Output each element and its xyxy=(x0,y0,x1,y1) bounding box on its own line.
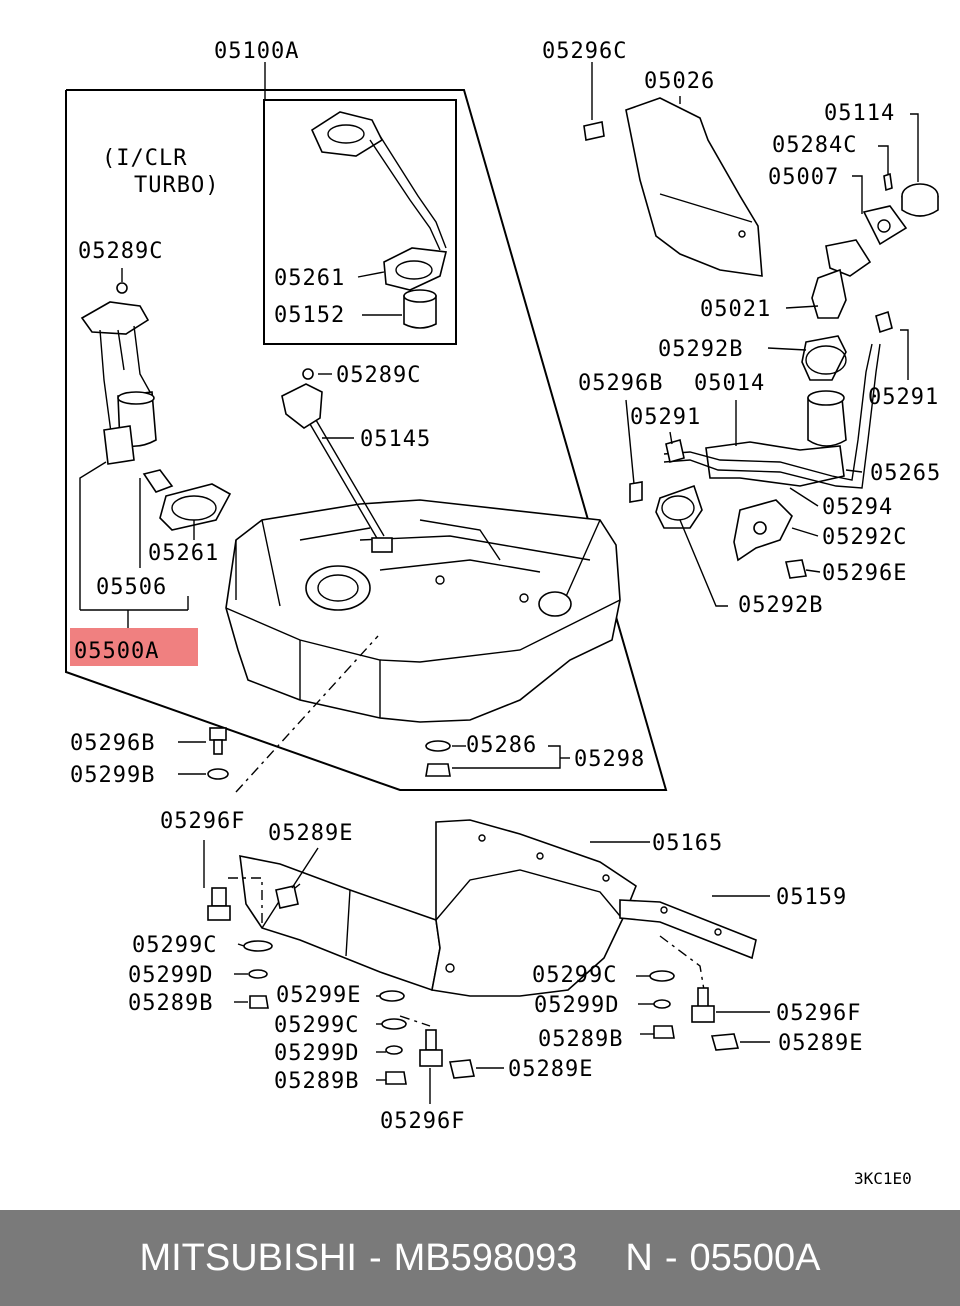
label-05100A: 05100A xyxy=(214,39,299,64)
leader-05284C xyxy=(878,145,889,174)
diagram-code: 3KC1E0 xyxy=(854,1169,912,1188)
label-05289E-1: 05289E xyxy=(268,821,353,846)
label-05299D-2: 05299D xyxy=(274,1041,359,1066)
label-05292C: 05292C xyxy=(822,525,907,550)
label-05298: 05298 xyxy=(574,747,645,772)
leader-05299C-1 xyxy=(237,943,245,947)
label-05114: 05114 xyxy=(824,101,895,126)
label-05296C: 05296C xyxy=(542,39,627,64)
label-05159: 05159 xyxy=(776,885,847,910)
label-05291-mid: 05291 xyxy=(630,405,701,430)
label-05289B-1: 05289B xyxy=(128,991,213,1016)
leader-05294 xyxy=(789,487,819,507)
filler-cap-set xyxy=(811,172,939,319)
fuel-tank-protector xyxy=(625,97,763,277)
separator-2: - xyxy=(664,1236,678,1279)
separator-1: - xyxy=(368,1236,382,1279)
parts-diagram: 05100A (I/CLR TURBO) 05289C 05261 05152 … xyxy=(65,39,941,1188)
highlight-05500A xyxy=(70,628,198,666)
label-05261-left: 05261 xyxy=(148,541,219,566)
leader-05289E-1 xyxy=(291,847,319,889)
label-05299D-3: 05299D xyxy=(534,993,619,1018)
label-05296F-1: 05296F xyxy=(160,809,245,834)
label-05292B-top: 05292B xyxy=(658,337,743,362)
label-05289C-mid: 05289C xyxy=(336,363,421,388)
label-05007: 05007 xyxy=(768,165,839,190)
leader-05265 xyxy=(845,469,863,473)
leader-pump-left xyxy=(79,461,107,610)
label-05299D-1: 05299D xyxy=(128,963,213,988)
label-05294: 05294 xyxy=(822,495,893,520)
label-05296E: 05296E xyxy=(822,561,907,586)
leader-05291-mid xyxy=(669,431,673,445)
label-05152: 05152 xyxy=(274,303,345,328)
label-variant-line1: (I/CLR xyxy=(102,146,187,171)
fuel-pump-assembly xyxy=(80,282,232,531)
fuel-gauge-unit xyxy=(281,368,393,553)
leader-05007 xyxy=(852,175,863,214)
leader-05296E xyxy=(805,569,821,573)
label-05265: 05265 xyxy=(870,461,941,486)
label-05286: 05286 xyxy=(466,733,537,758)
leader-05292B-bottom xyxy=(679,519,728,607)
dash-right-mount xyxy=(659,935,705,991)
brand-name: MITSUBISHI xyxy=(139,1236,357,1279)
label-05299C-2: 05299C xyxy=(274,1013,359,1038)
label-05291-right: 05291 xyxy=(868,385,939,410)
label-05296B-left: 05296B xyxy=(70,731,155,756)
label-05026: 05026 xyxy=(644,69,715,94)
dash-mid-mount xyxy=(399,1015,431,1027)
label-05289E-3: 05289E xyxy=(778,1031,863,1056)
label-05284C: 05284C xyxy=(772,133,857,158)
label-05299C-1: 05299C xyxy=(132,933,217,958)
leader-05261-top xyxy=(357,271,385,278)
label-05506: 05506 xyxy=(96,575,167,600)
label-05021: 05021 xyxy=(700,297,771,322)
tank-bolt-left xyxy=(207,727,229,780)
label-05261-top: 05261 xyxy=(274,266,345,291)
ref-code: 05500A xyxy=(689,1236,821,1279)
turbo-inset-frame xyxy=(263,99,457,345)
label-05289E-2: 05289E xyxy=(508,1057,593,1082)
label-05289C-left: 05289C xyxy=(78,239,163,264)
turbo-sender-unit xyxy=(310,111,447,329)
lower-fasteners xyxy=(207,885,740,1085)
label-05289B-3: 05289B xyxy=(538,1027,623,1052)
tank-drain-parts xyxy=(425,740,451,777)
label-05292B-bottom: 05292B xyxy=(738,593,823,618)
label-05299C-3: 05299C xyxy=(532,963,617,988)
label-05014: 05014 xyxy=(694,371,765,396)
label-05165: 05165 xyxy=(652,831,723,856)
assembly-frame xyxy=(65,89,668,791)
leader-05114 xyxy=(910,113,919,182)
part-number: MB598093 xyxy=(393,1236,578,1279)
label-05299E: 05299E xyxy=(276,983,361,1008)
fuel-tank xyxy=(225,499,621,723)
label-05299B: 05299B xyxy=(70,763,155,788)
label-05289B-2: 05289B xyxy=(274,1069,359,1094)
label-05296F-2: 05296F xyxy=(380,1109,465,1134)
part-info-bar: MITSUBISHI - MB598093 N - 05500A xyxy=(0,1210,960,1306)
label-05296F-3: 05296F xyxy=(776,1001,861,1026)
leader-05298-bracket xyxy=(452,745,561,769)
label-05145: 05145 xyxy=(360,427,431,452)
leader-05292C xyxy=(791,527,819,537)
label-05500A: 05500A xyxy=(74,639,159,664)
n-label: N xyxy=(625,1236,653,1279)
leader-05292B-top xyxy=(767,347,807,351)
leader-05021 xyxy=(785,305,819,309)
label-05296B-right: 05296B xyxy=(578,371,663,396)
filler-neck-hoses xyxy=(583,121,893,579)
leader-05291-right xyxy=(900,329,909,380)
label-variant-line2: TURBO) xyxy=(134,173,219,198)
leader-05296B-right xyxy=(625,399,635,485)
